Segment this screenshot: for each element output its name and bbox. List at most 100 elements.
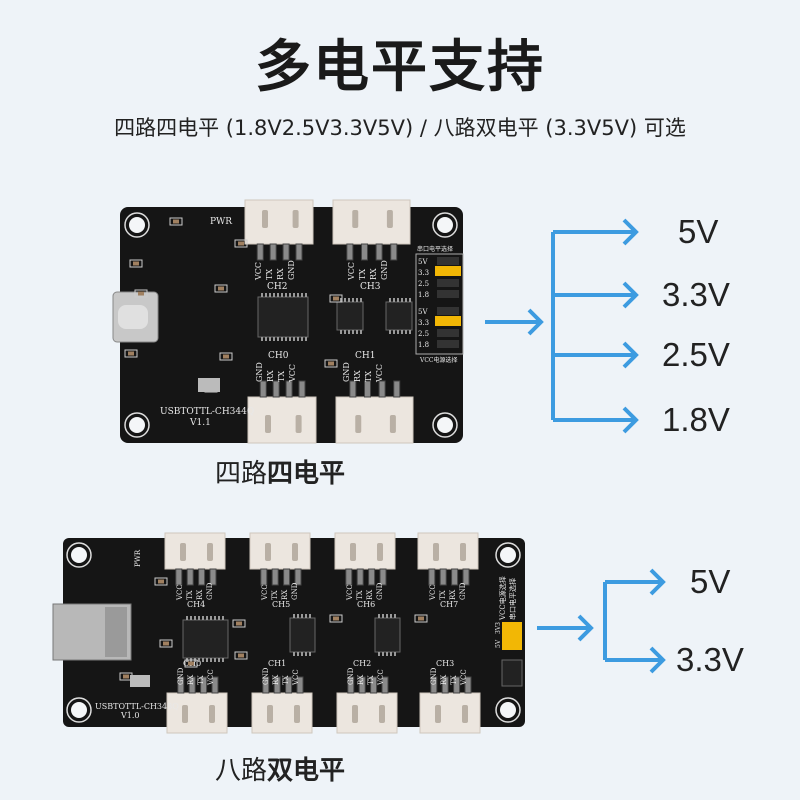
usb-c-opening bbox=[118, 305, 148, 329]
connector-housing bbox=[336, 692, 398, 734]
ic-lead bbox=[409, 298, 411, 302]
ic-lead bbox=[393, 330, 395, 334]
smd-component bbox=[163, 641, 169, 646]
pin-label: RX bbox=[366, 590, 374, 600]
pin-label: TX bbox=[364, 371, 373, 382]
ic-lead bbox=[222, 658, 224, 662]
ic-lead bbox=[352, 330, 354, 334]
ic-lead bbox=[301, 614, 303, 618]
ic-lead bbox=[194, 616, 196, 620]
pin-label: VCC bbox=[207, 669, 215, 686]
connector-pin bbox=[285, 380, 293, 398]
connector-housing bbox=[164, 532, 226, 570]
ic-lead bbox=[393, 298, 395, 302]
jumper-level-label: 5V bbox=[418, 308, 428, 316]
arrow-head bbox=[622, 341, 639, 369]
connector-pin bbox=[368, 568, 376, 586]
mounting-hole bbox=[66, 697, 92, 723]
pin-label: RX bbox=[353, 370, 362, 382]
smd-component bbox=[173, 219, 179, 224]
ic-lead bbox=[344, 330, 346, 334]
pin-label: TX bbox=[367, 675, 375, 685]
pin-label: VCC bbox=[254, 262, 263, 281]
ic-lead bbox=[297, 652, 299, 656]
ic-lead bbox=[356, 330, 358, 334]
pin-label: RX bbox=[272, 675, 280, 685]
crystal bbox=[198, 378, 220, 392]
ic-lead bbox=[289, 337, 291, 341]
connector-pin bbox=[441, 676, 449, 694]
jumper-level-label: 3.3 bbox=[418, 269, 429, 277]
ic-lead bbox=[281, 337, 283, 341]
pin-label: TX bbox=[186, 590, 194, 600]
header-pin bbox=[437, 340, 459, 348]
connector-slot bbox=[207, 543, 213, 561]
pin-label: VCC bbox=[460, 669, 468, 686]
pin-label: TX bbox=[439, 590, 447, 600]
mounting-hole bbox=[495, 542, 521, 568]
connector-slot bbox=[389, 415, 396, 433]
connector-housing bbox=[244, 199, 314, 245]
connector-pin bbox=[260, 568, 268, 586]
page-title: 多电平支持 bbox=[255, 35, 545, 100]
connector-pin bbox=[430, 676, 438, 694]
board-ch348q: VCCTXRXGNDCH4GNDRXTXVCCCH0VCCTXRXGNDCH5G… bbox=[52, 532, 525, 734]
ic-lead bbox=[390, 652, 392, 656]
pin-label: RX bbox=[276, 268, 285, 280]
connector-pin bbox=[439, 568, 447, 586]
mounting-hole-center bbox=[129, 217, 145, 233]
arrow-head bbox=[622, 281, 639, 309]
ic-lead bbox=[401, 330, 403, 334]
connector-slot bbox=[355, 415, 362, 433]
channel-label: CH4 bbox=[187, 600, 205, 609]
ic-lead bbox=[198, 616, 200, 620]
ic-lead bbox=[218, 658, 220, 662]
pin-label: TX bbox=[450, 675, 458, 685]
ic-chip bbox=[374, 617, 401, 653]
connector-pin bbox=[349, 380, 357, 398]
pin-label: GND bbox=[262, 667, 270, 685]
connector-housing bbox=[417, 532, 479, 570]
smd-component bbox=[236, 621, 242, 626]
mounting-hole-center bbox=[71, 702, 87, 718]
pin-label: TX bbox=[277, 371, 286, 382]
arrow-head bbox=[649, 646, 666, 674]
jumper-frame bbox=[415, 253, 464, 355]
pwr-label: PWR bbox=[134, 549, 142, 567]
jumper-level-label: 2.5 bbox=[418, 330, 429, 338]
ic-lead bbox=[305, 293, 307, 297]
connector-pin bbox=[378, 380, 386, 398]
ic-lead bbox=[309, 652, 311, 656]
pin-label: VCC bbox=[429, 584, 437, 601]
ic-lead bbox=[186, 616, 188, 620]
ic-lead bbox=[210, 616, 212, 620]
jumper-cap bbox=[435, 266, 461, 276]
smd-pad bbox=[414, 614, 428, 623]
connector-pin bbox=[198, 568, 206, 586]
connector-pin bbox=[393, 380, 401, 398]
mounting-hole-center bbox=[500, 547, 516, 563]
header-pins bbox=[501, 659, 523, 687]
channel-label: CH0 bbox=[268, 351, 289, 361]
connector-pin bbox=[269, 243, 277, 261]
voltage-5v: 5V bbox=[678, 213, 719, 250]
pin-label: VCC bbox=[347, 262, 356, 281]
smd-component bbox=[238, 241, 244, 246]
pin-label: GND bbox=[376, 582, 384, 600]
connector-pin bbox=[375, 243, 383, 261]
model-label: USBTOTTL-CH348Q bbox=[95, 702, 179, 711]
smd-component bbox=[333, 296, 339, 301]
channel-label: CH1 bbox=[268, 659, 286, 668]
version-label: V1.0 bbox=[120, 711, 140, 720]
connector-pin bbox=[282, 243, 290, 261]
connector-slot bbox=[292, 210, 299, 228]
header-pin bbox=[437, 279, 459, 287]
smd-pad bbox=[324, 359, 338, 368]
smd-component bbox=[158, 579, 164, 584]
ic-lead bbox=[344, 298, 346, 302]
serial-level-label: 串口电平选择 bbox=[508, 578, 517, 620]
header-pin bbox=[437, 307, 459, 315]
voltage-3v3: 3.3V bbox=[662, 276, 730, 313]
ic-lead bbox=[206, 616, 208, 620]
jumper-level-label: 3V3 bbox=[495, 622, 502, 634]
